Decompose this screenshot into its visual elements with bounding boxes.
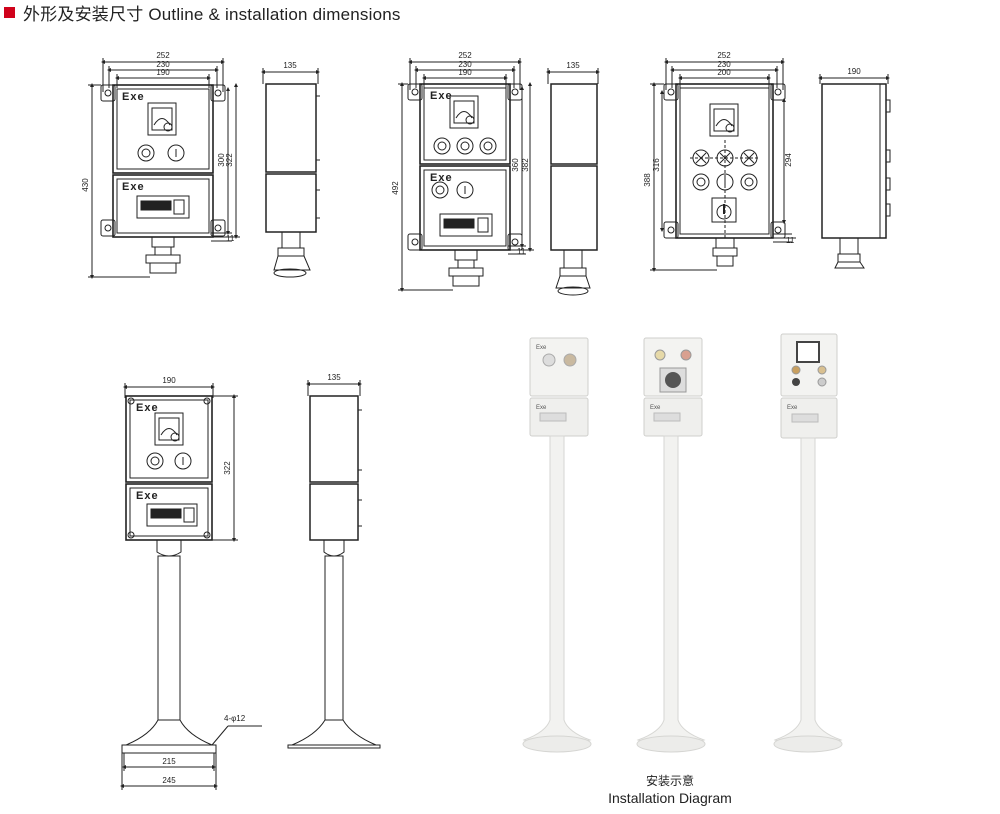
photo-3-exe-bottom: Exe [787,405,798,411]
exe-label-top-2: Exe [430,90,453,102]
caption-en: Installation Diagram [608,790,732,806]
red-square-icon [4,6,15,18]
drawing-1-side-view [261,68,320,278]
dim-width-inner: 190 [156,68,170,77]
exe-label-bottom-2: Exe [430,172,453,184]
dim-height-inner-2: 360 [511,158,520,172]
dim-total-height: 430 [81,178,90,192]
dim-base-outer: 245 [162,776,176,785]
dim-height-outer-2: 382 [521,158,530,172]
drawing-1-front-view [88,58,240,279]
exe-label-top: Exe [122,91,145,103]
installation-photo-1 [522,337,592,753]
dim-width-outer-2: 252 [458,51,472,60]
dim-side-depth-4: 135 [327,373,341,382]
dim-side-depth-3: 190 [847,67,861,76]
drawing-2-side-view [546,68,600,296]
drawing-2-front-view [398,58,534,292]
dim-base-inner: 215 [162,757,176,766]
dim-hole: 4-φ12 [224,714,246,723]
dim-foot-2: 11 [517,247,526,256]
photo-1-exe-top: Exe [536,345,547,351]
drawing-3-side-view [818,74,891,269]
dim-foot: 11 [226,234,235,243]
dim-width-outer: 252 [156,51,170,60]
drawing-4-front-view [120,383,262,790]
drawing-3-front-view [650,58,796,272]
caption-zh: 安装示意 [645,774,694,788]
dim-height-left-3: 316 [652,158,661,172]
drawing-4-side-view [287,380,381,749]
exe-label-top-4: Exe [136,402,159,414]
section-title: 外形及安装尺寸 Outline & installation dimension… [23,4,401,24]
dim-width-outer-3: 252 [717,51,731,60]
dim-height-inner: 300 [217,153,226,167]
photo-1-exe-bottom: Exe [536,405,547,411]
dim-width-inner-2: 190 [458,68,472,77]
exe-label-bottom-4: Exe [136,490,159,502]
dim-height-right-3: 294 [784,153,793,167]
installation-photo-2 [636,337,706,753]
dim-width-inner-3: 200 [717,68,731,77]
dim-total-height-3: 388 [643,173,652,187]
dim-width-mid-2: 230 [458,60,472,69]
dim-width-4: 190 [162,376,176,385]
dim-width-mid-3: 230 [717,60,731,69]
photo-2-exe-bottom: Exe [650,405,661,411]
section-header: 外形及安装尺寸 Outline & installation dimension… [4,1,401,24]
dim-foot-3: 11 [786,236,795,245]
dim-total-height-2: 492 [391,181,400,195]
exe-label-bottom: Exe [122,181,145,193]
installation-photo-3 [773,333,843,753]
dim-height-4: 322 [223,461,232,475]
dim-height-outer: 322 [225,153,234,167]
dim-side-depth: 135 [283,61,297,70]
dim-side-depth-2: 135 [566,61,580,70]
dim-width-mid: 230 [156,60,170,69]
